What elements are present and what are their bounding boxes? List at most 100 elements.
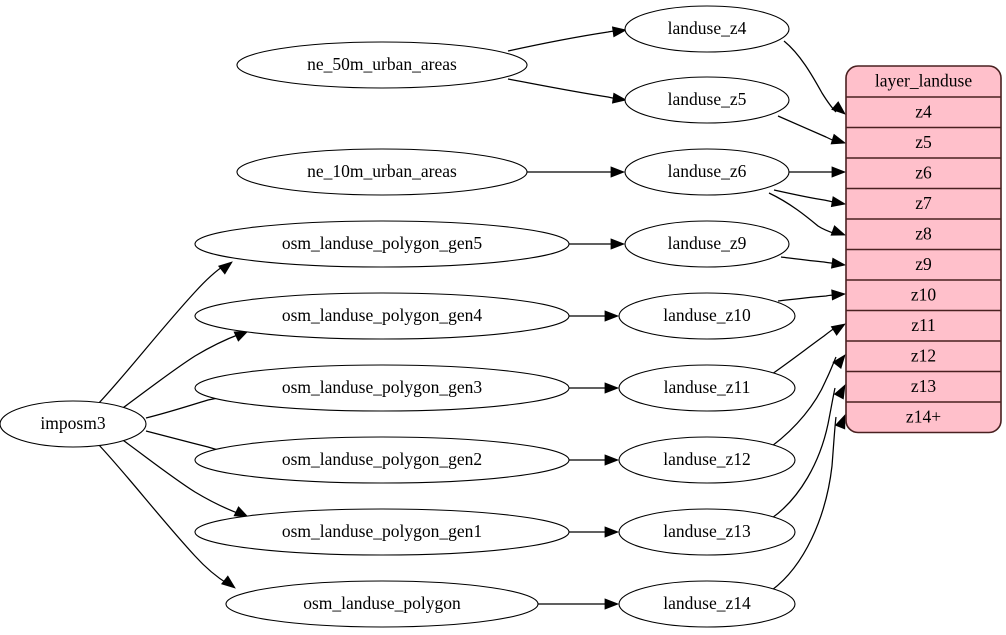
arrowhead-table_z9 — [830, 257, 847, 269]
arrowhead-triangle — [830, 323, 846, 336]
arrowhead-landuse_z10 — [604, 310, 620, 322]
edge-landuse_z12-to-table_z12 — [771, 356, 837, 447]
table-row-z11[interactable]: z11 — [846, 311, 1001, 342]
table-row-z9[interactable]: z9 — [846, 250, 1001, 281]
node-landuse_z11[interactable]: landuse_z11 — [618, 364, 796, 412]
table-row-z12[interactable]: z12 — [846, 341, 1001, 372]
table-row-z8[interactable]: z8 — [846, 219, 1001, 250]
arrowhead-osm_landuse_polygon — [221, 575, 236, 589]
arrowhead-triangle — [604, 598, 620, 610]
table-row-z6[interactable]: z6 — [846, 158, 1001, 189]
table-row-label: z6 — [915, 162, 932, 182]
node-landuse_z10[interactable]: landuse_z10 — [618, 292, 796, 340]
arrowhead-triangle — [831, 289, 847, 301]
table-row-label: z11 — [911, 315, 936, 335]
edge-landuse_z10-to-table_z10 — [777, 294, 839, 302]
node-label: ne_10m_urban_areas — [307, 161, 457, 181]
node-shape-layer — [624, 76, 790, 124]
node-label: landuse_z6 — [668, 161, 747, 181]
arrowhead-triangle — [831, 101, 846, 115]
table-row-label: z9 — [915, 254, 932, 274]
arrowhead-table_z10 — [831, 289, 847, 301]
arrowhead-triangle — [834, 413, 846, 430]
arrowhead-table_z12 — [832, 354, 846, 369]
edge-imposm3-to-osm_landuse_polygon_gen1 — [119, 437, 241, 515]
arrowhead-triangle — [830, 257, 847, 269]
node-shape-layer — [618, 580, 796, 628]
node-shape-input — [225, 580, 539, 628]
arrowhead-triangle — [611, 92, 628, 104]
node-shape-source — [0, 400, 147, 448]
node-shape-layer — [618, 508, 796, 556]
arrowhead-triangle — [830, 225, 847, 236]
node-label: landuse_z4 — [668, 18, 747, 38]
nodes-layer: ne_50m_urban_areas ne_10m_urban_areas osm_… — [0, 5, 796, 628]
node-osm_landuse_polygon_gen5[interactable]: osm_landuse_polygon_gen5 — [194, 220, 570, 268]
node-shape-layer — [618, 364, 796, 412]
table-row-label: z5 — [915, 132, 932, 152]
node-label: osm_landuse_polygon_gen3 — [282, 377, 483, 397]
table-row-z14+[interactable]: z14+ — [846, 402, 1001, 433]
node-ne_10m_urban_areas[interactable]: ne_10m_urban_areas — [236, 148, 528, 196]
table-row-z7[interactable]: z7 — [846, 189, 1001, 220]
node-osm_landuse_polygon[interactable]: osm_landuse_polygon — [225, 580, 539, 628]
arrowhead-triangle — [604, 382, 620, 394]
node-label: osm_landuse_polygon — [303, 593, 461, 613]
node-label: landuse_z9 — [668, 233, 747, 253]
layer-landuse-table[interactable]: layer_landusez4z5z6z7z8z9z10z11z12z13z14… — [845, 65, 1002, 434]
node-label: landuse_z5 — [668, 89, 747, 109]
edge-imposm3-to-osm_landuse_polygon_gen4 — [119, 333, 241, 411]
table-row-label: z7 — [915, 193, 932, 213]
node-shape-input — [194, 364, 570, 412]
node-shape-layer — [624, 220, 790, 268]
table-row-z13[interactable]: z13 — [846, 372, 1001, 403]
node-imposm3[interactable]: imposm3 — [0, 400, 147, 448]
node-label: landuse_z10 — [663, 305, 751, 325]
arrowhead-triangle — [832, 354, 846, 369]
node-label: landuse_z12 — [663, 449, 750, 469]
node-label: osm_landuse_polygon_gen4 — [282, 305, 483, 325]
arrowhead-triangle — [610, 238, 626, 250]
table-row-label: z13 — [911, 376, 937, 396]
node-landuse_z9[interactable]: landuse_z9 — [624, 220, 790, 268]
node-label: landuse_z14 — [663, 593, 751, 613]
edge-landuse_z6-to-table_z8 — [768, 192, 837, 235]
arrowhead-triangle — [218, 261, 233, 275]
arrowhead-triangle — [833, 384, 846, 400]
node-shape-layer — [624, 5, 790, 53]
arrowhead-table_z11 — [830, 323, 846, 336]
node-label: landuse_z11 — [664, 377, 751, 397]
edge-landuse_z5-to-table_z5 — [777, 115, 839, 143]
node-label: osm_landuse_polygon_gen2 — [282, 449, 482, 469]
arrowhead-landuse_z9 — [610, 238, 626, 250]
node-landuse_z12[interactable]: landuse_z12 — [618, 436, 796, 484]
edge-imposm3-to-osm_landuse_polygon_gen5 — [97, 264, 226, 405]
node-osm_landuse_polygon_gen2[interactable]: osm_landuse_polygon_gen2 — [194, 436, 570, 484]
node-landuse_z13[interactable]: landuse_z13 — [618, 508, 796, 556]
arrowhead-landuse_z5 — [611, 92, 628, 104]
node-shape-input — [194, 508, 570, 556]
arrowhead-triangle — [221, 575, 236, 589]
node-landuse_z6[interactable]: landuse_z6 — [624, 148, 790, 196]
table-row-z10[interactable]: z10 — [846, 280, 1001, 311]
arrowhead-landuse_z14 — [604, 598, 620, 610]
node-landuse_z5[interactable]: landuse_z5 — [624, 76, 790, 124]
table-row-z5[interactable]: z5 — [846, 128, 1001, 159]
node-shape-layer — [618, 436, 796, 484]
arrowhead-triangle — [611, 26, 628, 38]
node-shape-input — [236, 41, 528, 89]
node-osm_landuse_polygon_gen3[interactable]: osm_landuse_polygon_gen3 — [194, 364, 570, 412]
node-osm_landuse_polygon_gen1[interactable]: osm_landuse_polygon_gen1 — [194, 508, 570, 556]
node-osm_landuse_polygon_gen4[interactable]: osm_landuse_polygon_gen4 — [194, 292, 570, 340]
node-landuse_z14[interactable]: landuse_z14 — [618, 580, 796, 628]
arrowhead-table_z13 — [833, 384, 846, 400]
arrowhead-triangle — [830, 196, 847, 208]
edge-landuse_z4-to-table_z4 — [783, 40, 837, 113]
table-row-z4[interactable]: z4 — [846, 97, 1001, 128]
node-ne_50m_urban_areas[interactable]: ne_50m_urban_areas — [236, 41, 528, 89]
table-row-label: z8 — [915, 223, 932, 243]
edge-landuse_z13-to-table_z13 — [771, 387, 836, 519]
node-landuse_z4[interactable]: landuse_z4 — [624, 5, 790, 53]
node-shape-input — [194, 292, 570, 340]
